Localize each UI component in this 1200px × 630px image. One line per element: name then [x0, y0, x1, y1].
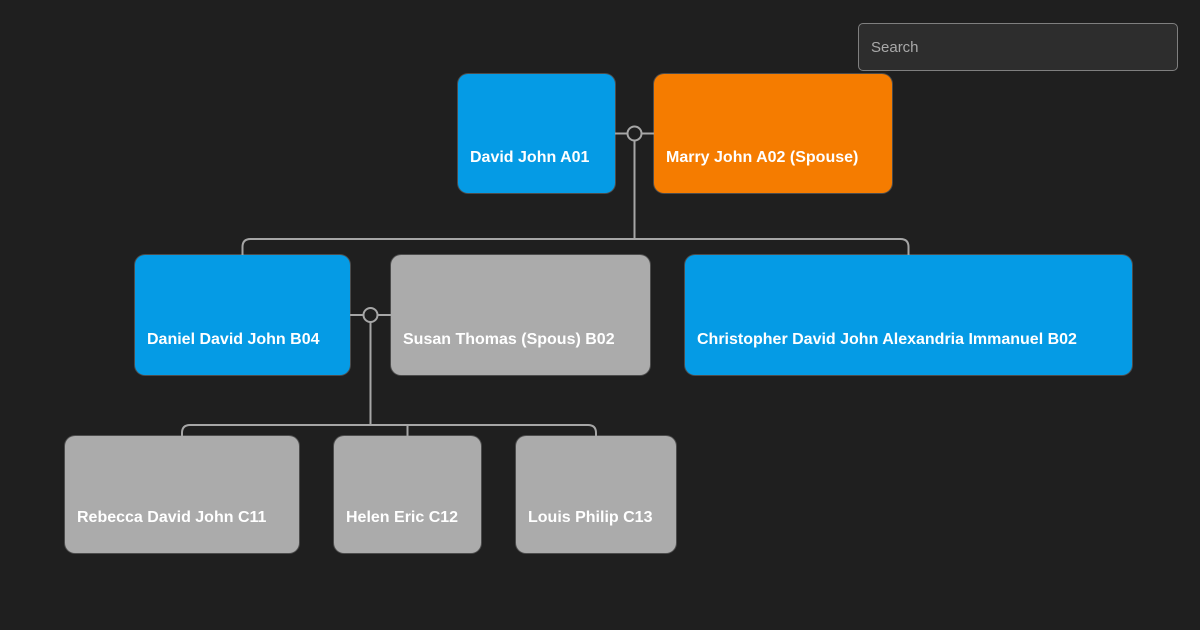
tree-node-c3[interactable]: Louis Philip C13	[516, 436, 676, 553]
tree-node-a2[interactable]: Marry John A02 (Spouse)	[654, 74, 892, 193]
search-input[interactable]	[858, 23, 1178, 71]
tree-node-c1[interactable]: Rebecca David John C11	[65, 436, 299, 553]
node-label: Louis Philip C13	[528, 509, 653, 526]
tree-node-b3[interactable]: Christopher David John Alexandria Immanu…	[685, 255, 1132, 375]
node-label: Christopher David John Alexandria Immanu…	[697, 331, 1077, 348]
node-label: Rebecca David John C11	[77, 509, 267, 526]
tree-node-b1[interactable]: Daniel David John B04	[135, 255, 350, 375]
node-label: Helen Eric C12	[346, 509, 459, 526]
node-label: Susan Thomas (Spous) B02	[403, 331, 615, 348]
tree-node-b2[interactable]: Susan Thomas (Spous) B02	[391, 255, 650, 375]
spouse-ring-junction	[362, 307, 379, 323]
tree-node-c2[interactable]: Helen Eric C12	[334, 436, 481, 553]
node-label: Marry John A02 (Spouse)	[666, 149, 859, 166]
tree-node-a1[interactable]: David John A01	[458, 74, 615, 193]
spouse-ring-junction	[626, 125, 643, 142]
search-box	[858, 23, 1178, 71]
node-label: David John A01	[470, 149, 590, 166]
node-label: Daniel David John B04	[147, 331, 320, 348]
